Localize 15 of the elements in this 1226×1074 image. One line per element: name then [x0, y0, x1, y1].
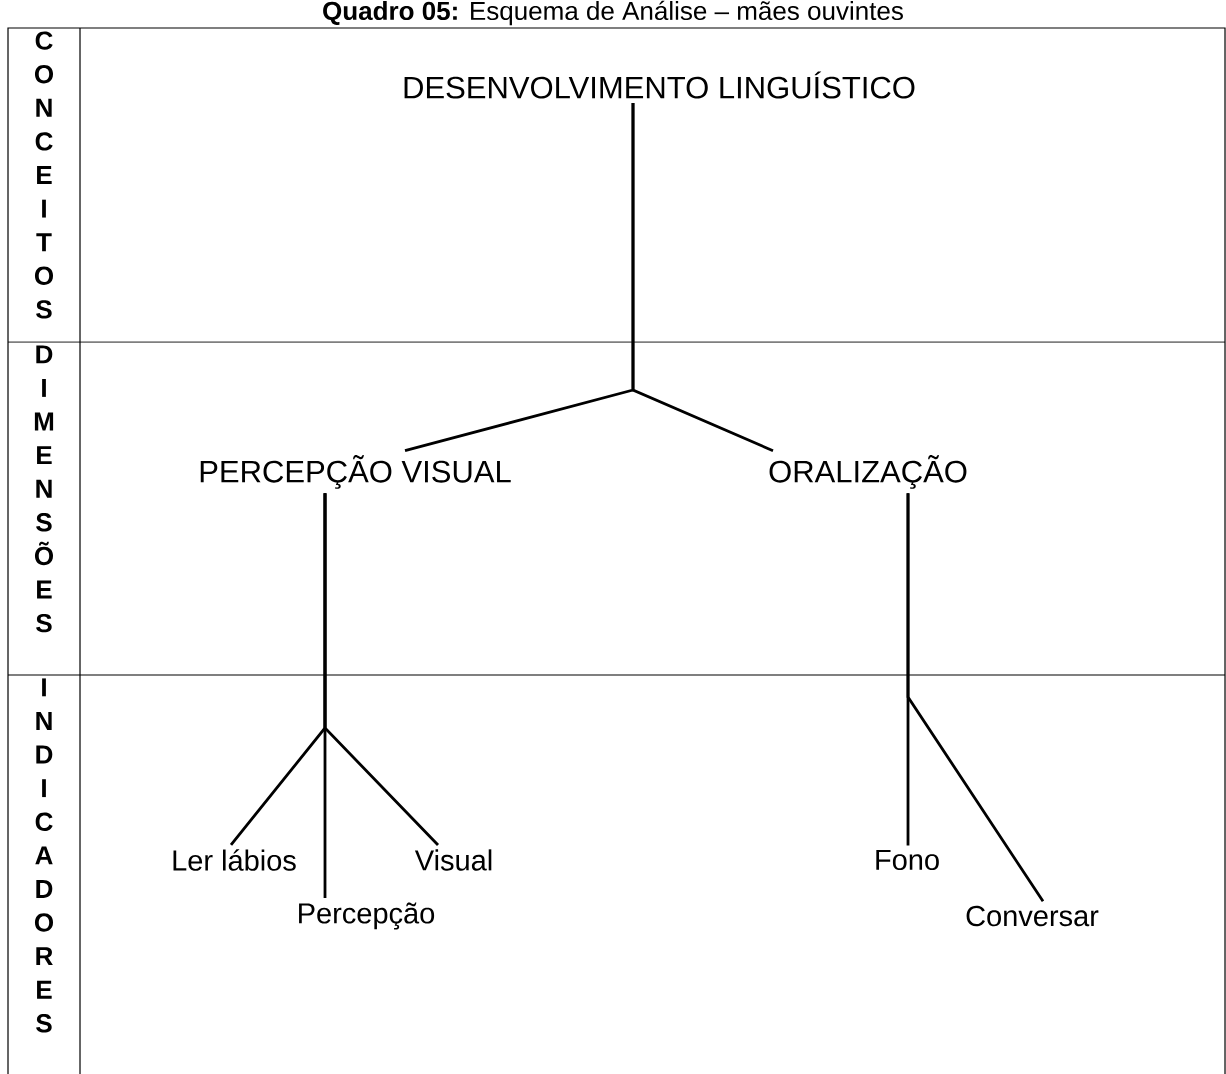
- node-label: PERCEPÇÃO VISUAL: [200, 455, 511, 489]
- node-label: DESENVOLVIMENTO LINGUÍSTICO: [404, 71, 915, 99]
- tree-line: [631, 103, 774, 452]
- table-title: Quadro 05: Esquema de Análise – mães ouvintes: [323, 0, 903, 26]
- tree-line: [906, 493, 1045, 903]
- row-heading: DIMENSÕES: [34, 345, 54, 633]
- row-heading: CONCEITOS: [34, 31, 54, 319]
- row-heading: INDICADORES: [34, 678, 54, 1033]
- node-label: Fono: [876, 849, 939, 871]
- node-label: Visual: [414, 849, 492, 871]
- node-label: Percepção: [299, 902, 435, 930]
- node-label: Ler lábios: [173, 849, 296, 871]
- tree-line: [323, 493, 439, 846]
- node-label: ORALIZAÇÃO: [769, 455, 967, 489]
- node-label: Conversar: [966, 905, 1099, 927]
